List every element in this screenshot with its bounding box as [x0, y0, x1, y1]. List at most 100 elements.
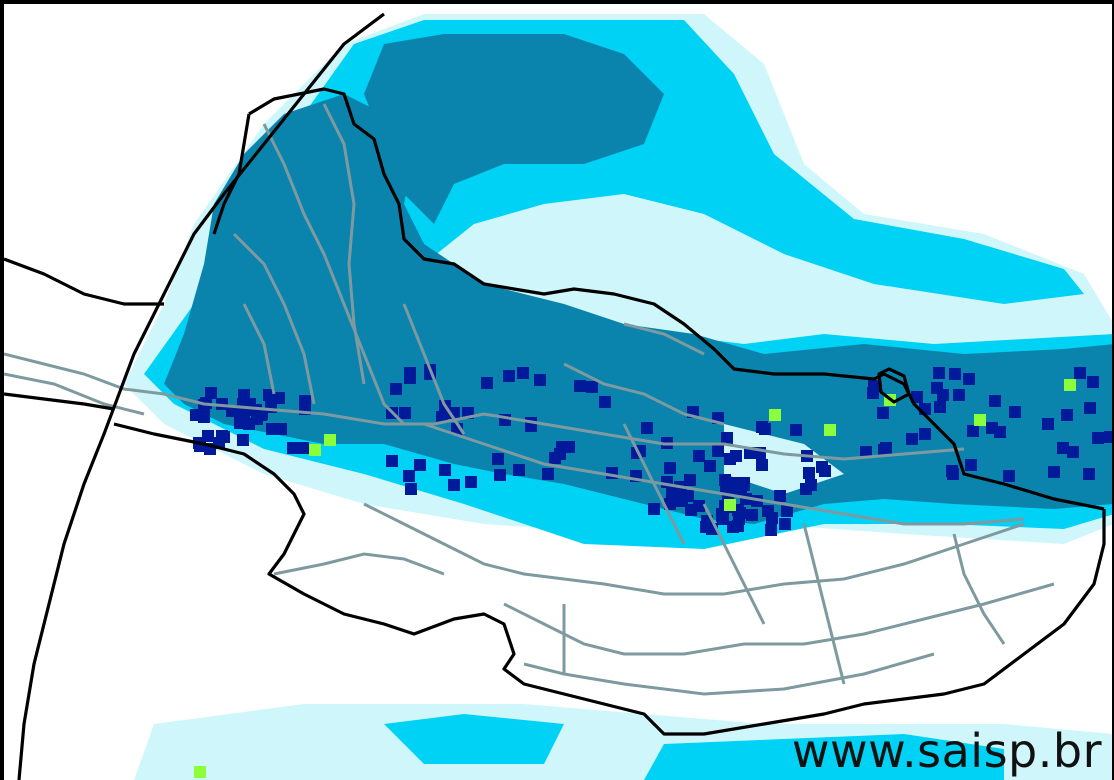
dark-rain-cell — [503, 370, 515, 382]
dark-rain-cell — [238, 389, 250, 401]
dark-rain-cell — [931, 382, 943, 394]
dark-rain-cell — [492, 453, 504, 465]
dark-rain-cell — [803, 467, 815, 479]
dark-rain-cell — [965, 459, 977, 471]
dark-rain-cell — [746, 509, 758, 521]
dark-rain-cell — [693, 500, 705, 512]
dark-rain-cell — [414, 459, 426, 471]
dark-rain-cell — [513, 464, 525, 476]
dark-rain-cell — [586, 381, 598, 393]
dark-rain-cell — [953, 389, 965, 401]
dark-rain-cell — [946, 465, 958, 477]
dark-rain-cell — [534, 374, 546, 386]
heavy-rain-cell — [769, 409, 781, 421]
dark-rain-cell — [1048, 466, 1060, 478]
dark-rain-cell — [933, 367, 945, 379]
dark-rain-cell — [238, 410, 250, 422]
dark-rain-cell — [266, 423, 278, 435]
dark-rain-cell — [1074, 367, 1086, 379]
dark-rain-cell — [816, 461, 828, 473]
dark-rain-cell — [684, 474, 696, 486]
dark-rain-cell — [734, 507, 746, 519]
dark-rain-cell — [216, 430, 228, 442]
dark-rain-cell — [860, 446, 872, 458]
dark-rain-cell — [712, 445, 724, 457]
river-network — [4, 103, 1055, 696]
dark-rain-cell — [297, 442, 309, 454]
dark-rain-cell — [800, 483, 812, 495]
dark-rain-cell — [542, 468, 554, 480]
dark-rain-cell — [721, 432, 733, 444]
heavy-rain-cell — [974, 414, 986, 426]
dark-rain-cell — [868, 380, 880, 392]
dark-rain-cell — [517, 367, 529, 379]
dark-rain-cell — [403, 470, 415, 482]
dark-rain-cell — [766, 512, 778, 524]
dark-rain-cell — [436, 411, 448, 423]
dark-rain-cell — [404, 372, 416, 384]
dark-rain-cell — [1003, 470, 1015, 482]
dark-rain-cell — [759, 423, 771, 435]
heavy-rain-cell — [309, 444, 321, 456]
dark-rain-cell — [273, 392, 285, 404]
heavy-rain-cell — [1064, 379, 1076, 391]
saisp-watermark[interactable]: www.saisp.br — [791, 724, 1102, 778]
dark-rain-cell — [390, 383, 402, 395]
dark-rain-cell — [756, 459, 768, 471]
dark-rain-cell — [779, 518, 791, 530]
dark-rain-cell — [727, 521, 739, 533]
dark-rain-cell — [877, 407, 889, 419]
dark-rain-cell — [1083, 468, 1095, 480]
heavy-rain-cell — [324, 434, 336, 446]
dark-rain-cell — [448, 479, 460, 491]
dark-rain-cell — [1084, 402, 1096, 414]
dark-rain-cell — [967, 425, 979, 437]
dark-rain-cell — [494, 469, 506, 481]
dark-rain-cell — [205, 387, 217, 399]
dark-rain-cell — [481, 377, 493, 389]
state-boundaries — [4, 12, 1106, 780]
dark-rain-cell — [676, 495, 688, 507]
dark-rain-cell — [1009, 406, 1021, 418]
rain-radar-map — [4, 12, 1112, 780]
dark-rain-cell — [287, 442, 299, 454]
dark-rain-cell — [774, 490, 786, 502]
dark-rain-cell — [237, 434, 249, 446]
dark-rain-cell — [641, 422, 653, 434]
dark-rain-cell — [986, 422, 998, 434]
dark-rain-cell — [202, 430, 214, 442]
dark-rain-cell — [963, 373, 975, 385]
dark-rain-cell — [949, 368, 961, 380]
dark-rain-cell — [439, 464, 451, 476]
dark-rain-cell — [911, 391, 923, 403]
dark-rain-cell — [574, 380, 586, 392]
dark-rain-cell — [664, 462, 676, 474]
dark-rain-cell — [790, 424, 802, 436]
dark-rain-cell — [989, 395, 1001, 407]
dark-rain-cell — [556, 441, 568, 453]
dark-rain-cell — [1061, 409, 1073, 421]
dark-rain-cell — [765, 524, 777, 536]
dark-rain-cell — [405, 483, 417, 495]
dark-rain-cell — [919, 428, 931, 440]
dark-rain-cell — [465, 476, 477, 488]
dark-rain-cell — [399, 407, 411, 419]
heavy-rain-cell — [724, 499, 736, 511]
dark-rain-cell — [1104, 431, 1112, 443]
dark-rain-cell — [1067, 446, 1079, 458]
dark-rain-cell — [1092, 432, 1104, 444]
dark-rain-cell — [781, 505, 793, 517]
dark-rain-cell — [648, 503, 660, 515]
dark-rain-cell — [906, 433, 918, 445]
heavy-rain-cell — [194, 766, 206, 778]
dark-rain-cell — [719, 474, 731, 486]
dark-rain-cell — [599, 396, 611, 408]
dark-rain-cell — [1057, 442, 1069, 454]
dark-rain-cell — [693, 450, 705, 462]
dark-rain-cell — [190, 409, 202, 421]
heavy-rain-cell — [824, 424, 836, 436]
dark-rain-cell — [934, 401, 946, 413]
dark-rain-cell — [1087, 376, 1099, 388]
dark-rain-cell — [704, 460, 716, 472]
